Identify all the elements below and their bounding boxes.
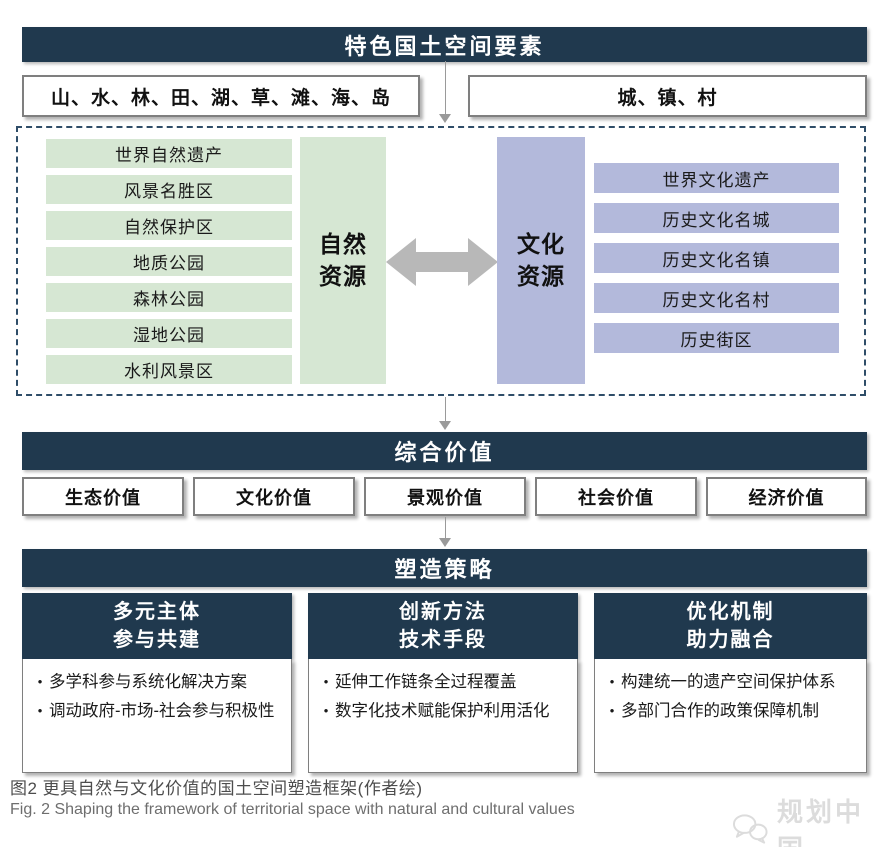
- bullet-icon: •: [37, 674, 43, 689]
- strategies-banner-title: 塑造策略: [394, 557, 495, 582]
- strategy-heading: 创新方法技术手段: [308, 593, 578, 659]
- natural-item: 水利风景区: [46, 355, 292, 384]
- strategy-bullet: •构建统一的遗产空间保护体系: [603, 671, 860, 694]
- strategy-bullet: •调动政府-市场-社会参与积极性: [31, 700, 285, 723]
- values-banner-title: 综合价值: [394, 440, 495, 465]
- cultural-item: 历史文化名城: [594, 203, 839, 233]
- cultural-resources-label-line2: 资源: [517, 262, 565, 289]
- strategy-bullet: •延伸工作链条全过程覆盖: [317, 671, 571, 694]
- strategy-bullet: •多学科参与系统化解决方案: [31, 671, 285, 694]
- value-box: 景观价值: [364, 477, 526, 516]
- top-banner-title: 特色国土空间要素: [344, 33, 545, 59]
- strategy-body: •构建统一的遗产空间保护体系 •多部门合作的政策保障机制: [594, 659, 867, 773]
- cultural-item: 历史街区: [594, 323, 839, 353]
- natural-item: 风景名胜区: [46, 175, 292, 204]
- strategy-heading: 多元主体参与共建: [22, 593, 292, 659]
- watermark: 规划中国: [732, 792, 890, 847]
- double-arrow-icon: [386, 238, 498, 286]
- built-elements-box: 城、镇、村: [468, 75, 867, 117]
- figure-caption-en: Fig. 2 Shaping the framework of territor…: [10, 801, 575, 818]
- built-elements-label: 城、镇、村: [617, 87, 718, 109]
- strategies-banner: 塑造策略: [22, 549, 867, 587]
- cultural-item: 历史文化名村: [594, 283, 839, 313]
- values-banner: 综合价值: [22, 432, 867, 470]
- value-box: 生态价值: [22, 477, 184, 516]
- chat-bubbles-icon: [732, 814, 768, 844]
- cultural-item: 世界文化遗产: [594, 163, 839, 193]
- bullet-icon: •: [323, 703, 329, 719]
- top-banner: 特色国土空间要素: [22, 27, 867, 62]
- cultural-resources-label-line1: 文化: [517, 231, 565, 258]
- natural-elements-box: 山、水、林、田、湖、草、滩、海、岛: [22, 75, 420, 117]
- strategy-bullet: •数字化技术赋能保护利用活化: [317, 700, 571, 723]
- natural-item: 世界自然遗产: [46, 139, 292, 168]
- cultural-item: 历史文化名镇: [594, 243, 839, 273]
- strategy-column-mechanism: 优化机制助力融合 •构建统一的遗产空间保护体系 •多部门合作的政策保障机制: [594, 593, 867, 773]
- strategy-body: •多学科参与系统化解决方案 •调动政府-市场-社会参与积极性: [22, 659, 292, 773]
- natural-item: 地质公园: [46, 247, 292, 276]
- strategy-body: •延伸工作链条全过程覆盖 •数字化技术赋能保护利用活化: [308, 659, 578, 773]
- value-box: 文化价值: [193, 477, 355, 516]
- natural-item: 湿地公园: [46, 319, 292, 348]
- value-box: 经济价值: [706, 477, 867, 516]
- strategy-bullet: •多部门合作的政策保障机制: [603, 700, 860, 723]
- natural-item: 自然保护区: [46, 211, 292, 240]
- natural-resources-label-line1: 自然: [319, 231, 367, 258]
- figure-caption-zh: 图2 更具自然与文化价值的国土空间塑造框架(作者绘): [10, 779, 423, 798]
- strategy-column-innovation: 创新方法技术手段 •延伸工作链条全过程覆盖 •数字化技术赋能保护利用活化: [308, 593, 578, 773]
- down-arrow-icon: [438, 61, 452, 123]
- bullet-icon: •: [323, 674, 329, 689]
- value-box: 社会价值: [535, 477, 697, 516]
- natural-resources-label-line2: 资源: [319, 262, 367, 289]
- natural-item: 森林公园: [46, 283, 292, 312]
- bullet-icon: •: [609, 674, 615, 689]
- cultural-resources-box: 文化 资源: [497, 137, 585, 384]
- strategy-heading: 优化机制助力融合: [594, 593, 867, 659]
- natural-elements-label: 山、水、林、田、湖、草、滩、海、岛: [50, 87, 391, 109]
- watermark-text: 规划中国: [777, 797, 865, 847]
- down-arrow-icon: [438, 397, 452, 430]
- bullet-icon: •: [37, 703, 43, 719]
- bullet-icon: •: [609, 703, 615, 719]
- strategy-column-participation: 多元主体参与共建 •多学科参与系统化解决方案 •调动政府-市场-社会参与积极性: [22, 593, 292, 773]
- natural-resources-box: 自然 资源: [300, 137, 386, 384]
- down-arrow-icon: [438, 517, 452, 547]
